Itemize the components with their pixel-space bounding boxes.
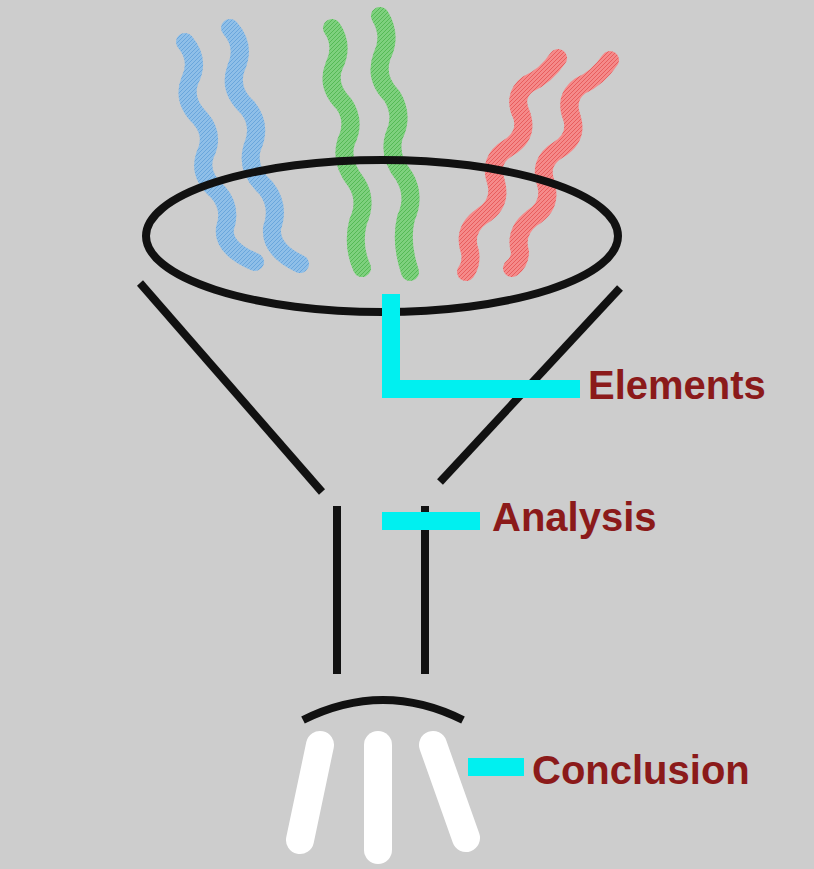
- stage-label: Elements: [588, 363, 766, 407]
- stage-label: Analysis: [492, 495, 657, 539]
- stage-label: Conclusion: [532, 748, 750, 792]
- wavy-strands: [185, 16, 610, 272]
- funnel-outline: [140, 160, 620, 720]
- output-streams: [300, 745, 466, 850]
